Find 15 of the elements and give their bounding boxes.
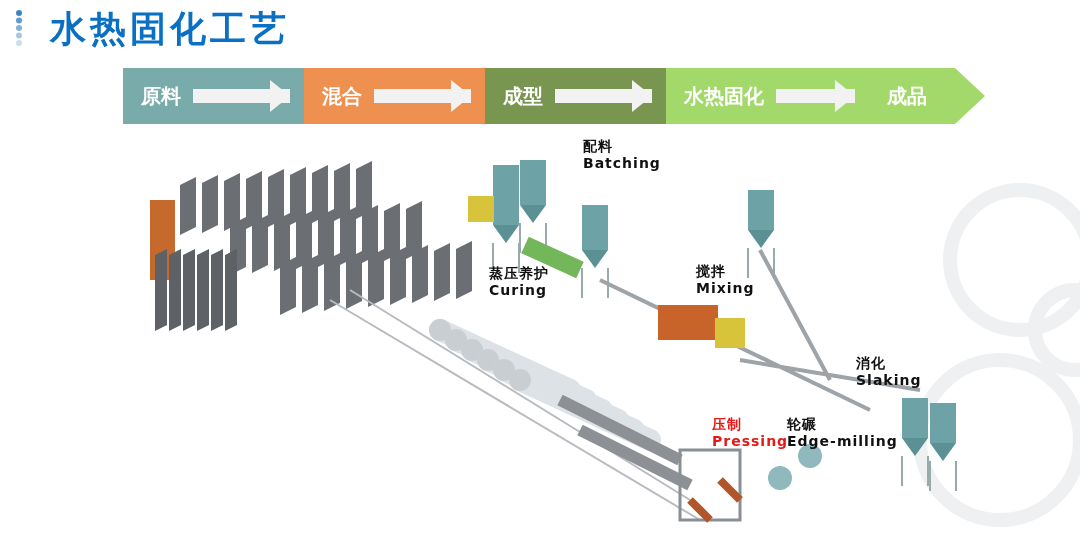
process-label: 蒸压养护 Curing bbox=[489, 265, 549, 299]
process-label: 消化 Slaking bbox=[856, 355, 922, 389]
process-label: 搅拌 Mixing bbox=[696, 263, 755, 297]
arrow bbox=[193, 80, 290, 112]
process-step: 混合 bbox=[290, 68, 374, 124]
arrow bbox=[555, 80, 652, 112]
process-step: 成品 bbox=[855, 68, 939, 124]
process-step: 原料 bbox=[141, 68, 193, 124]
process-step: 水热固化 bbox=[652, 68, 776, 124]
process-label: 配料 Batching bbox=[583, 138, 661, 172]
process-step: 成型 bbox=[471, 68, 555, 124]
process-label: 轮碾 Edge-milling bbox=[787, 416, 898, 450]
arrow bbox=[374, 80, 471, 112]
arrow bbox=[776, 80, 855, 112]
page-title: 水热固化工艺 bbox=[50, 7, 290, 51]
